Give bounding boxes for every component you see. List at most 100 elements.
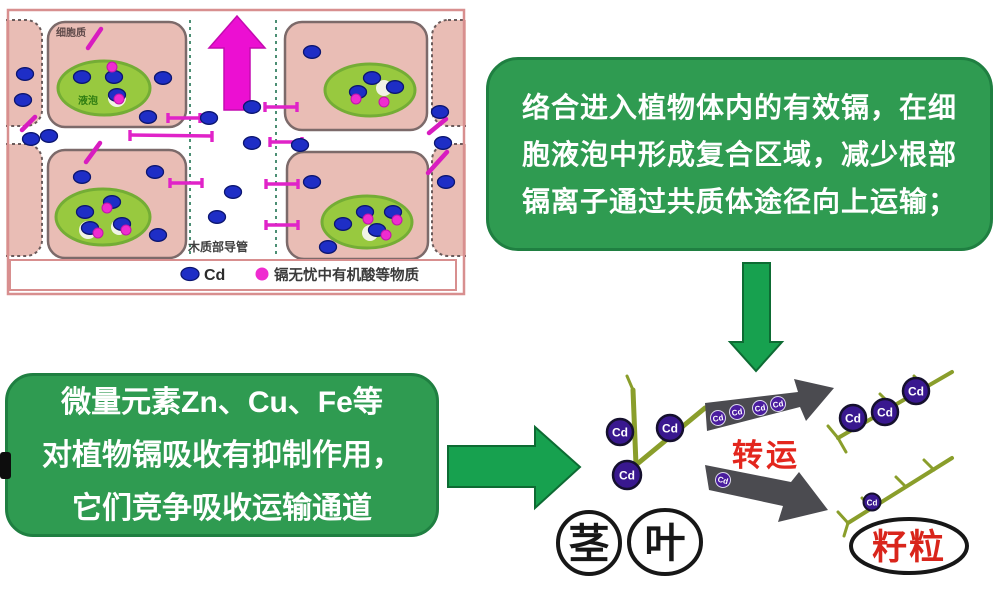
lower-arrow-shape (705, 465, 828, 522)
cd-badge-small: Cd (862, 492, 882, 512)
cd-badge-label: Cd (754, 403, 766, 414)
cd-badge-label: Cd (712, 413, 724, 424)
cd-badge-label: Cd (662, 422, 678, 436)
cd-badge-label: Cd (908, 385, 924, 399)
leaf-circle (627, 508, 703, 576)
cd-badge-label: Cd (867, 499, 878, 508)
cd-ion-dot (302, 45, 322, 59)
vacuole (56, 59, 152, 117)
grain-label: 籽粒 (872, 528, 946, 567)
transport-label: 转运 (732, 438, 800, 473)
upper-spike-cd-badges: Cd Cd Cd (838, 376, 931, 433)
cd-ion-dot (39, 129, 59, 143)
cd-badge: Cd (870, 397, 900, 427)
slide-edge-tab (0, 452, 11, 479)
stem-label: 茎 (569, 521, 610, 567)
legend-box (9, 259, 457, 291)
partial-cell (6, 143, 43, 257)
stem-cd-badges: Cd Cd Cd (605, 413, 685, 491)
text-line: 镉离子通过共质体途径向上运输； (521, 185, 957, 217)
cd-badge: Cd (611, 459, 643, 491)
text-line: 络合进入植物体内的有效镉，在细 (521, 91, 957, 123)
cd-ion-dot (362, 71, 382, 85)
partial-cell (431, 143, 466, 257)
cd-ion-dot (302, 175, 322, 189)
organic-dot (391, 214, 403, 226)
xylem-label: 木质部导管 (187, 239, 248, 254)
upper-transfer-arrow: Cd Cd Cd Cd (705, 379, 834, 431)
arrow-cd-badges: Cd Cd Cd Cd (710, 396, 786, 426)
down-arrow-shape (727, 262, 785, 373)
lower-transfer-arrow: Cd (705, 465, 828, 522)
vacuole-label: 液泡 (78, 94, 98, 107)
cell-diagram: 细胞质 液泡 木质部导管 Cd 镉无忧中有机酸等物质 (6, 8, 466, 296)
cd-badge: Cd (655, 413, 685, 443)
cd-ion-dot (242, 136, 262, 150)
cd-ion-dot (290, 138, 310, 152)
organic-dot (101, 202, 113, 214)
stem-circle (556, 510, 622, 576)
cd-ion-dot (15, 67, 35, 81)
organic-dot (113, 93, 125, 105)
upper-arrow-shape (705, 379, 834, 431)
chelation-info-box: 络合进入植物体内的有效镉，在细 胞液泡中形成复合区域，减少根部 镉离子通过共质体… (486, 57, 993, 251)
grain-ellipse (849, 517, 969, 575)
partial-cell (431, 19, 466, 127)
down-arrow (727, 262, 785, 373)
cd-badge-label: Cd (877, 406, 893, 420)
organic-dot (106, 61, 118, 73)
upward-transport-arrow (207, 14, 267, 111)
cd-ion-dot (436, 175, 456, 189)
text-line: 对植物镉吸收有抑制作用， (42, 438, 402, 472)
xylem-channel-walls (189, 20, 277, 256)
cd-ion-dot (72, 70, 92, 84)
cd-ion-dot (199, 111, 219, 125)
legend: Cd 镉无忧中有机酸等物质 (9, 259, 457, 291)
organic-legend-icon (255, 267, 269, 281)
cd-badge: Cd (715, 472, 731, 488)
cd-ion-dot (153, 71, 173, 85)
organic-dot (350, 93, 362, 105)
cd-ion-dot (385, 80, 405, 94)
cd-ion-dot (430, 105, 450, 119)
text-line: 它们竞争吸收运输通道 (72, 491, 372, 525)
text-line: 胞液泡中形成复合区域，减少根部 (521, 138, 957, 170)
cd-legend-label: Cd (204, 267, 225, 284)
cd-ion-dot (145, 165, 165, 179)
organic-dot (378, 96, 390, 108)
leaf-label: 叶 (645, 520, 686, 566)
organic-dot (92, 227, 104, 239)
cd-ion-dot (104, 70, 124, 84)
cd-ion-dot (207, 210, 227, 224)
cd-badge: Cd (838, 403, 868, 433)
right-arrow (447, 424, 582, 511)
cd-ion-dot (148, 228, 168, 242)
cd-badge-label: Cd (731, 407, 743, 418)
cd-ion-dot (433, 136, 453, 150)
cd-ion-dot (333, 217, 353, 231)
cd-badge: Cd (901, 376, 931, 406)
cd-ion-dot (138, 110, 158, 124)
diagram-border (6, 8, 466, 296)
long-transporter-bar (128, 130, 214, 142)
cd-badge-label: Cd (619, 469, 635, 483)
cd-badge-label: Cd (845, 412, 861, 426)
cd-badge-label: Cd (612, 426, 628, 440)
cd-ion-dot (72, 170, 92, 184)
cd-badge: Cd (605, 417, 635, 447)
text-line: 微量元素Zn、Cu、Fe等 (61, 385, 383, 419)
transporter-bars (19, 26, 450, 232)
organ-labels: 茎 叶 籽粒 (556, 508, 969, 576)
vacuole (323, 62, 417, 118)
cd-ion-dot (318, 240, 338, 254)
cytoplasm-label: 细胞质 (56, 26, 86, 39)
organic-dot (120, 224, 132, 236)
cd-ion-dot (21, 132, 41, 146)
vacuole (54, 187, 152, 247)
right-arrow-shape (447, 424, 582, 511)
organic-dot (380, 229, 392, 241)
cd-badge-label: Cd (772, 399, 784, 410)
organic-dot (362, 213, 374, 225)
cd-ion-dot (242, 100, 262, 114)
